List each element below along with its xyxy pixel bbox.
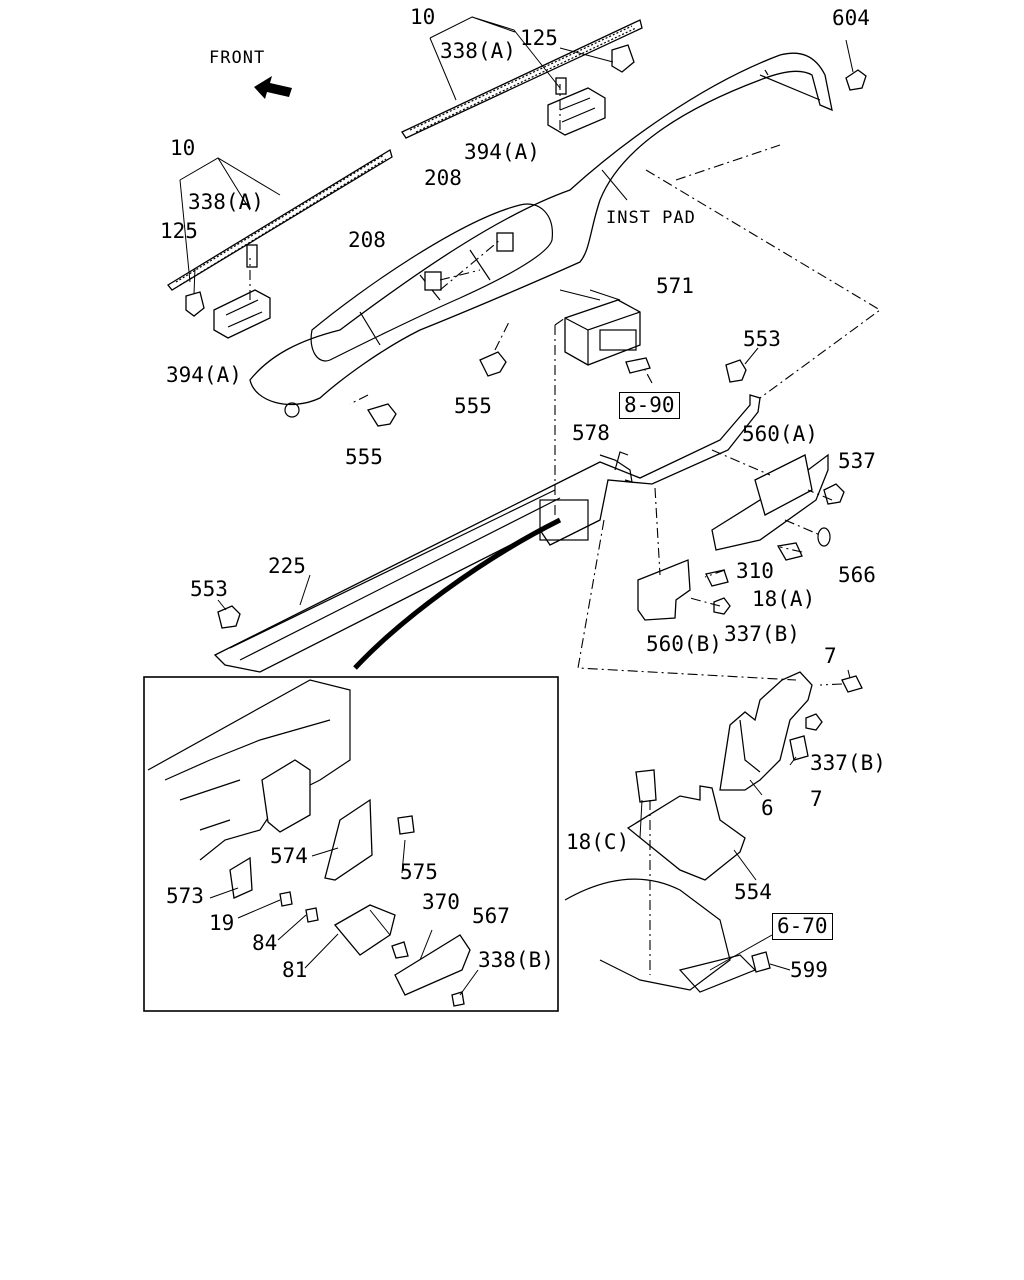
front-arrow-icon bbox=[254, 76, 292, 99]
callout-566: 566 bbox=[838, 563, 876, 587]
callout-574: 574 bbox=[270, 844, 308, 868]
callout-7-b: 7 bbox=[810, 787, 823, 811]
nut-337b-b bbox=[805, 713, 823, 731]
bolt-18a bbox=[705, 569, 729, 587]
nut-553-left bbox=[217, 605, 241, 629]
callout-18c: 18(C) bbox=[566, 830, 630, 854]
floor-panel bbox=[564, 878, 757, 993]
callout-578: 578 bbox=[572, 421, 610, 445]
clip-599 bbox=[751, 951, 771, 973]
airbag-module-571 bbox=[564, 299, 641, 366]
callout-599: 599 bbox=[790, 958, 828, 982]
cross-beam-225 bbox=[213, 394, 761, 673]
inst-pad-label: INST PAD bbox=[606, 208, 696, 228]
defroster-grille-left bbox=[167, 149, 393, 291]
callout-10-top: 10 bbox=[410, 5, 436, 29]
callout-84: 84 bbox=[252, 931, 278, 955]
callout-208-a: 208 bbox=[424, 166, 462, 190]
screw-555-a bbox=[479, 351, 507, 377]
instrument-pad bbox=[249, 52, 833, 418]
bolt-7-b bbox=[789, 735, 809, 761]
bracket-554 bbox=[626, 785, 746, 881]
bolt-7-a bbox=[841, 675, 863, 693]
clip-125-left bbox=[185, 291, 205, 317]
callout-394a-left: 394(A) bbox=[166, 363, 242, 387]
callout-575: 575 bbox=[400, 860, 438, 884]
bolt-310 bbox=[776, 542, 803, 561]
callout-125-top: 125 bbox=[520, 26, 558, 50]
nut-537 bbox=[823, 483, 845, 505]
callout-560b: 560(B) bbox=[646, 632, 722, 656]
callout-338a-top: 338(A) bbox=[440, 39, 516, 63]
leader-lines bbox=[179, 16, 854, 971]
callout-225: 225 bbox=[268, 554, 306, 578]
bracket-560b bbox=[637, 559, 691, 621]
callout-337b-b: 337(B) bbox=[810, 751, 886, 775]
bracket-6 bbox=[719, 671, 813, 791]
clip-208-a bbox=[424, 271, 442, 291]
clip-208-b bbox=[496, 232, 514, 252]
callout-555-a: 555 bbox=[454, 394, 492, 418]
callout-555-b: 555 bbox=[345, 445, 383, 469]
nut-337b-a bbox=[713, 597, 731, 615]
callout-310: 310 bbox=[736, 559, 774, 583]
nut-604 bbox=[845, 69, 867, 91]
clip-125-top bbox=[611, 44, 635, 73]
wire-harness bbox=[353, 517, 562, 670]
callout-208-b: 208 bbox=[348, 228, 386, 252]
bracket-578 bbox=[599, 454, 633, 483]
detail-inset bbox=[143, 676, 559, 1012]
callout-81: 81 bbox=[282, 958, 308, 982]
callout-18a: 18(A) bbox=[752, 587, 816, 611]
front-label: FRONT bbox=[209, 48, 266, 68]
callout-338a-left: 338(A) bbox=[188, 190, 264, 214]
callout-7-a: 7 bbox=[824, 644, 837, 668]
callout-338b: 338(B) bbox=[478, 948, 554, 972]
callout-573: 573 bbox=[166, 884, 204, 908]
assembly-lines bbox=[249, 84, 881, 975]
callout-394a-top: 394(A) bbox=[464, 140, 540, 164]
bolt-890 bbox=[625, 357, 651, 374]
screw-555-b bbox=[366, 403, 397, 427]
callout-537: 537 bbox=[838, 449, 876, 473]
grommet-566 bbox=[817, 527, 831, 547]
ref-box-6-70[interactable]: 6-70 bbox=[772, 913, 833, 940]
callout-125-left: 125 bbox=[160, 219, 198, 243]
bracket-560a bbox=[711, 453, 829, 551]
nut-553-top bbox=[725, 359, 747, 383]
ref-box-8-90[interactable]: 8-90 bbox=[619, 392, 680, 419]
callout-10-left: 10 bbox=[170, 136, 196, 160]
callout-554: 554 bbox=[734, 880, 772, 904]
bracket-394a-left bbox=[213, 244, 271, 339]
callout-604: 604 bbox=[832, 6, 870, 30]
callout-553-top: 553 bbox=[743, 327, 781, 351]
callout-567: 567 bbox=[472, 904, 510, 928]
callout-571: 571 bbox=[656, 274, 694, 298]
callout-560a: 560(A) bbox=[742, 422, 818, 446]
callout-553-left: 553 bbox=[190, 577, 228, 601]
callout-6: 6 bbox=[761, 796, 774, 820]
bracket-394a-top bbox=[547, 77, 606, 136]
defroster-grille-top bbox=[401, 19, 643, 139]
callout-370: 370 bbox=[422, 890, 460, 914]
callout-19: 19 bbox=[209, 911, 235, 935]
bolt-18c bbox=[635, 769, 657, 803]
callout-337b-a: 337(B) bbox=[724, 622, 800, 646]
